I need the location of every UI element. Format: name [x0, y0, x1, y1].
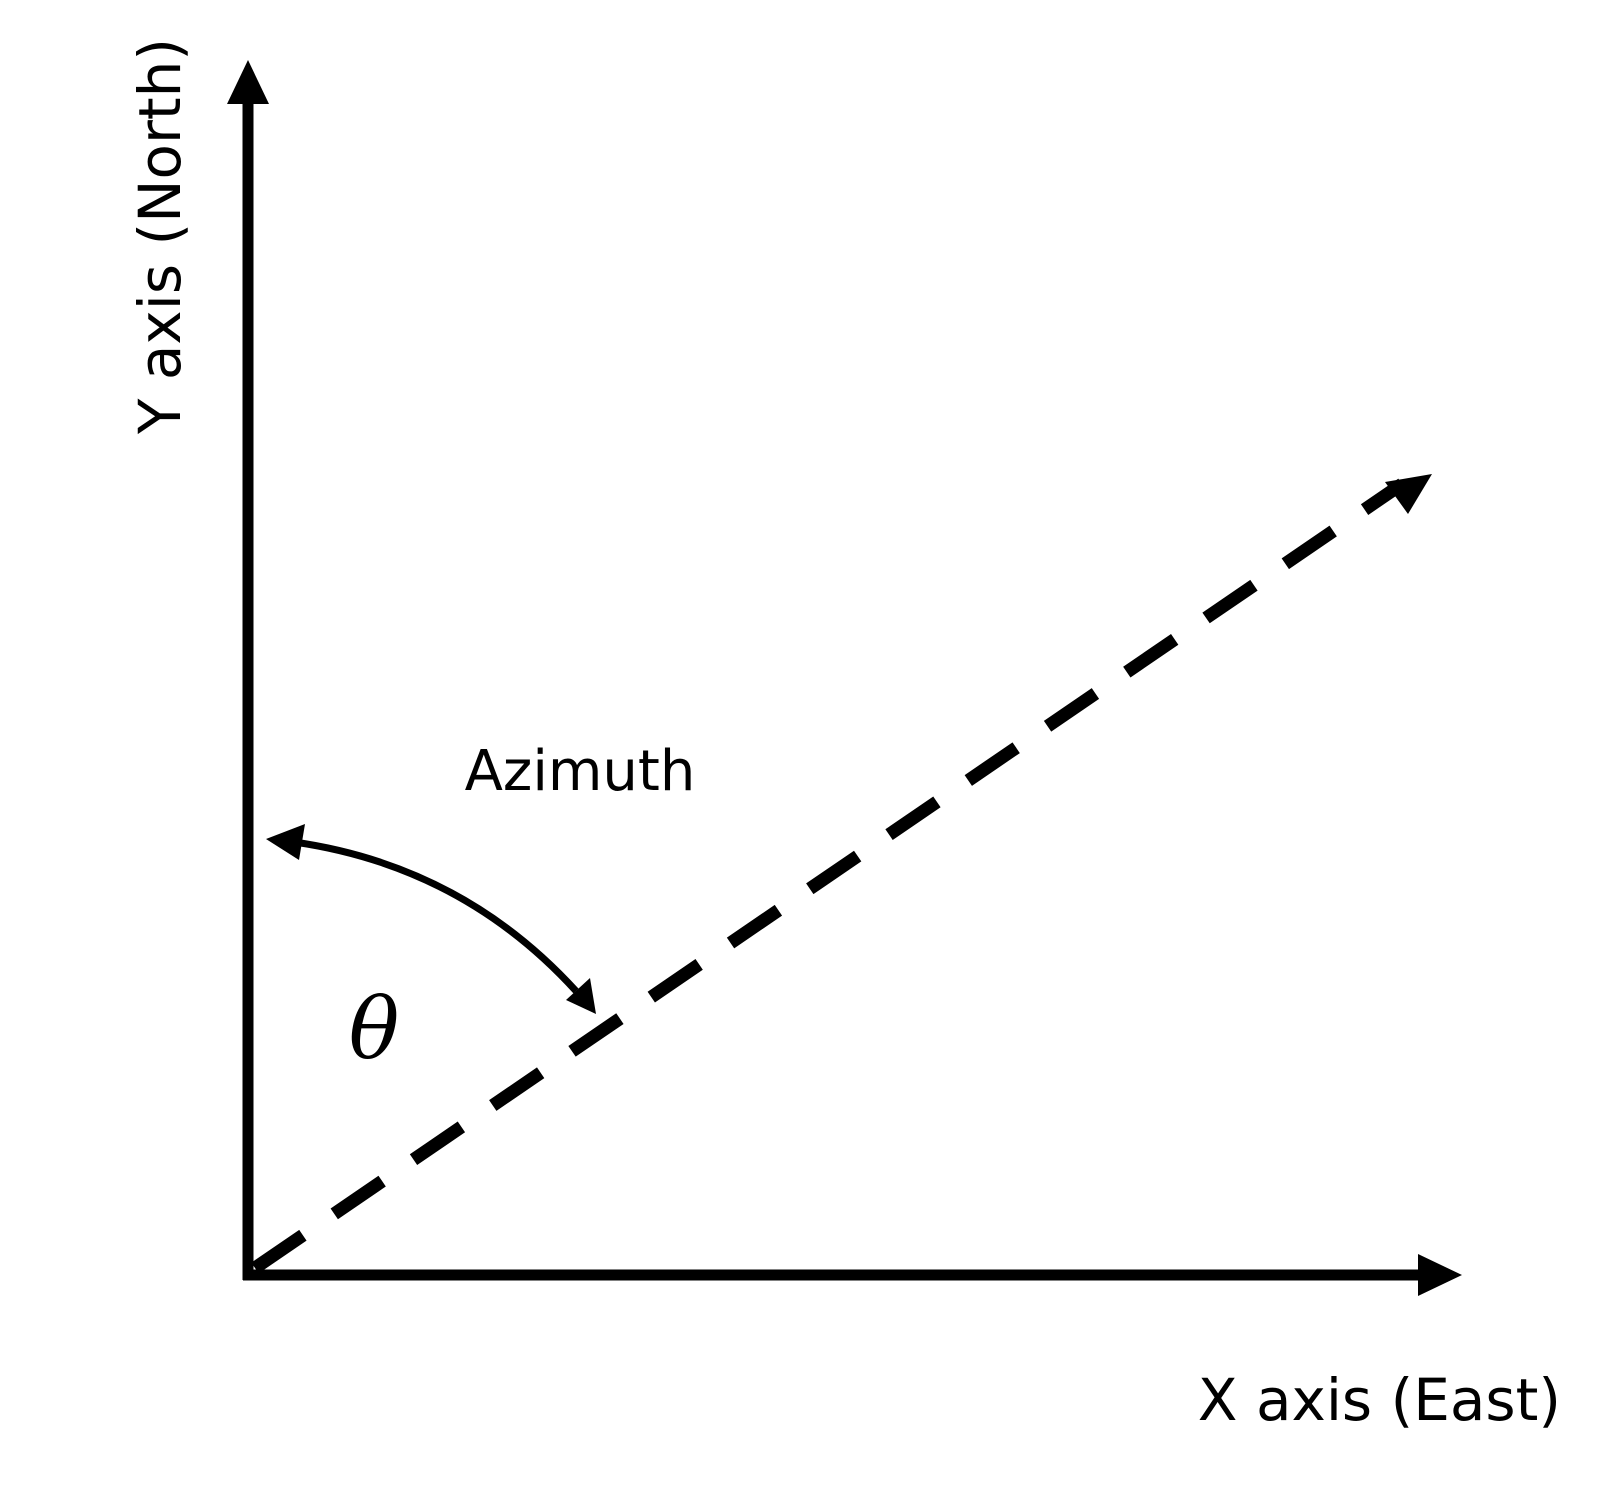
theta-symbol: θ	[349, 980, 400, 1078]
x-axis-label: X axis (East)	[1198, 1366, 1561, 1434]
azimuth-arc	[293, 838, 579, 994]
azimuth-label: Azimuth	[465, 739, 696, 804]
direction-vector-arrowhead	[1385, 474, 1432, 514]
direction-vector-dashed	[251, 478, 1406, 1274]
y-axis-label: Y axis (North)	[126, 38, 194, 435]
azimuth-arc-arrowhead-start	[266, 824, 305, 860]
azimuth-arc-arrowhead-end	[566, 978, 596, 1014]
y-axis-arrowhead	[227, 60, 269, 104]
x-axis-arrowhead	[1418, 1254, 1462, 1296]
